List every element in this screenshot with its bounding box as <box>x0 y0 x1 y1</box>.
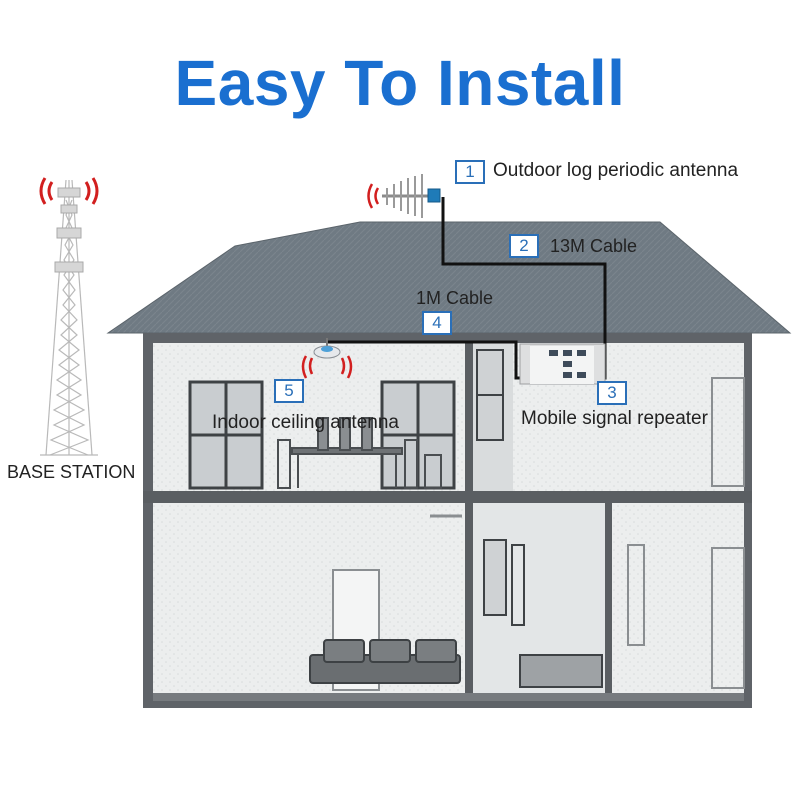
page-title: Easy To Install <box>0 48 800 118</box>
repeater-icon <box>520 344 605 384</box>
base-station-label: BASE STATION <box>7 462 135 483</box>
step-2-label: 13M Cable <box>550 236 637 257</box>
step-2-number: 2 <box>509 234 539 258</box>
base-station-tower <box>40 180 98 455</box>
step-4-number: 4 <box>422 311 452 335</box>
step-3-number: 3 <box>597 381 627 405</box>
step-3-label: Mobile signal repeater <box>521 408 708 430</box>
step-1-label: Outdoor log periodic antenna <box>493 160 738 182</box>
stairwell-window <box>477 350 503 440</box>
step-5-number: 5 <box>274 379 304 403</box>
outdoor-antenna-icon <box>382 174 440 218</box>
sofa <box>310 640 460 683</box>
outdoor-antenna-signal-icon <box>369 184 379 208</box>
step-5-label: Indoor ceiling antenna <box>212 412 399 434</box>
step-4-label: 1M Cable <box>416 288 493 309</box>
step-1-number: 1 <box>455 160 485 184</box>
